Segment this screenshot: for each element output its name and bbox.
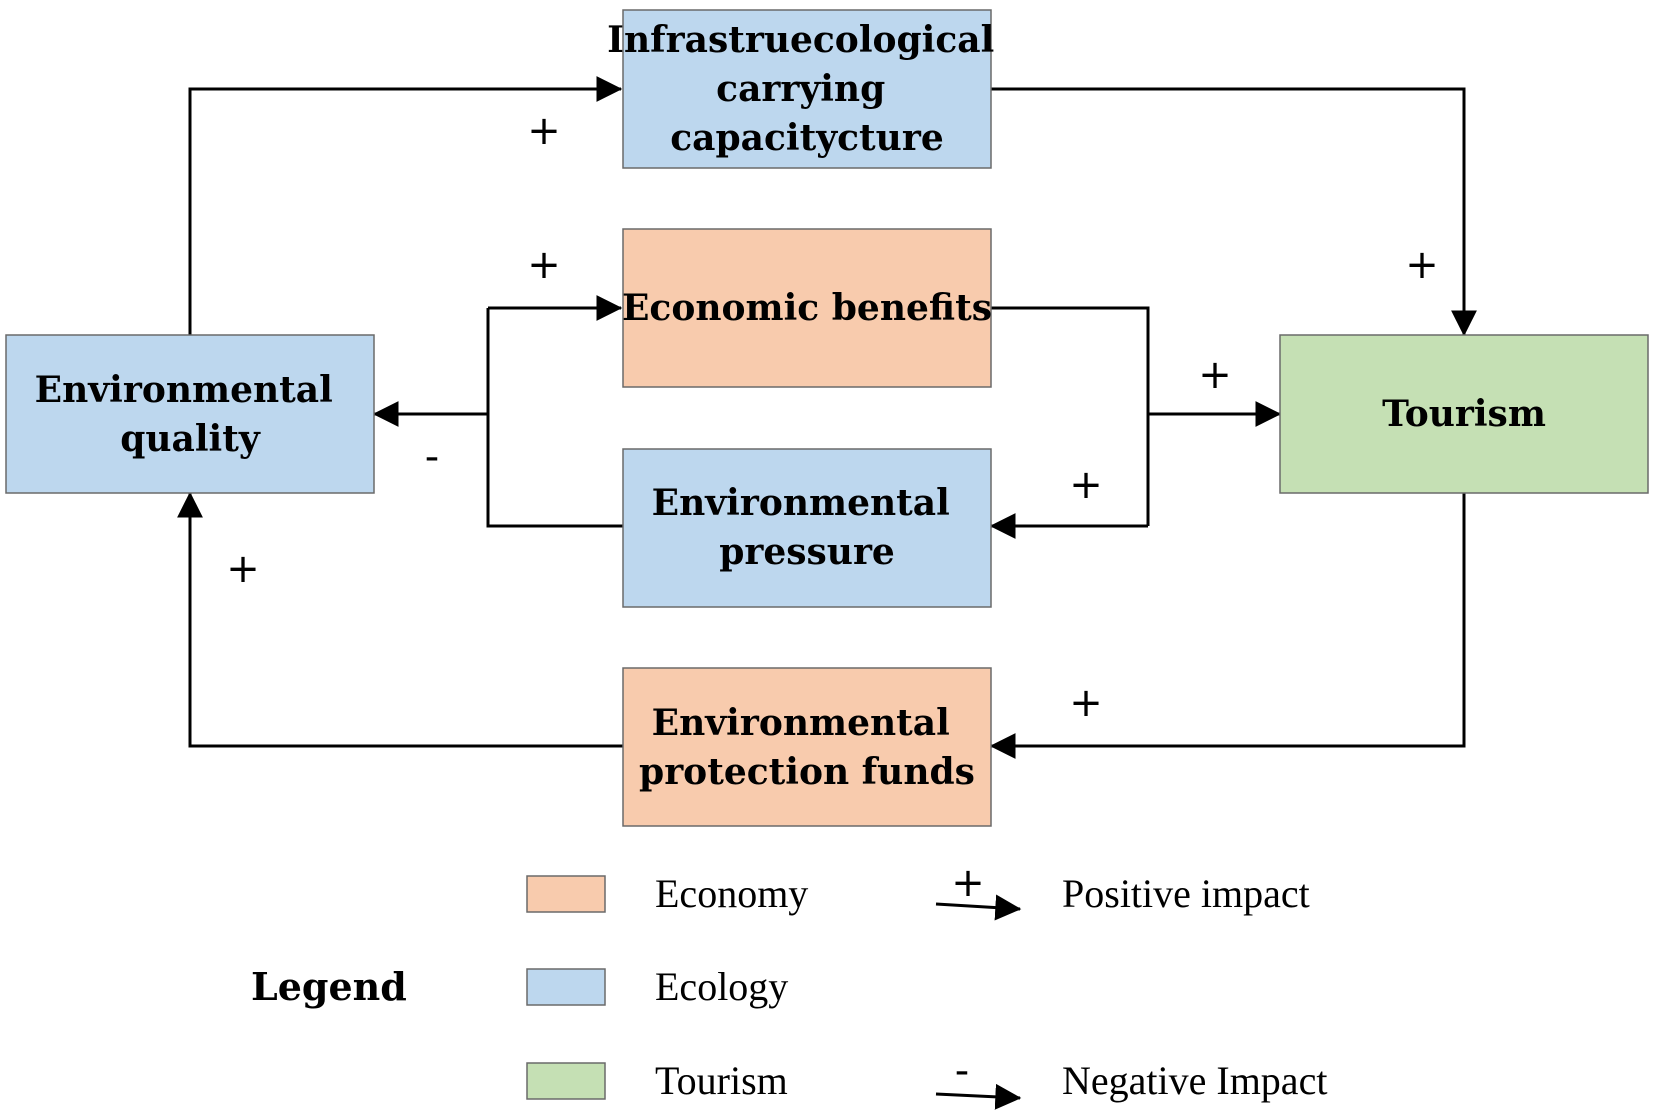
node-infrastructure-box bbox=[622, 9, 992, 169]
sign-branch-to-quality: - bbox=[425, 434, 439, 480]
polarity-signs: + + + + + - + + bbox=[226, 108, 1439, 726]
legend-label-tourism: Tourism bbox=[655, 1058, 788, 1103]
edge-quality-to-infrastructure bbox=[188, 76, 623, 335]
legend: Legend Economy Ecology Tourism + Positiv… bbox=[251, 860, 1327, 1110]
legend-positive-arrow bbox=[935, 894, 1022, 921]
edge-funds-to-quality bbox=[177, 491, 623, 748]
node-environmental-protection-funds-box bbox=[622, 667, 992, 827]
edge-pressure-to-branch bbox=[486, 308, 641, 528]
legend-label-positive-impact: Positive impact bbox=[1062, 871, 1310, 916]
node-tourism: Tourism bbox=[1279, 334, 1649, 494]
sign-tourism-to-pressure: + bbox=[1069, 462, 1103, 508]
node-environmental-protection-funds-label: Environmental protection funds bbox=[639, 702, 975, 793]
legend-negative-sign: - bbox=[955, 1048, 969, 1094]
sign-economic-to-tourism: + bbox=[1198, 352, 1232, 398]
edge-infrastructure-to-tourism bbox=[991, 87, 1477, 337]
legend-label-economy: Economy bbox=[655, 871, 808, 916]
legend-label-ecology: Ecology bbox=[655, 964, 788, 1009]
node-economic-benefits-label: Economic benefits bbox=[622, 287, 992, 329]
sign-infrastructure-to-tourism: + bbox=[1405, 242, 1439, 288]
sign-funds-to-quality: + bbox=[226, 546, 260, 592]
node-environmental-pressure-box bbox=[622, 448, 992, 608]
sign-branch-to-economic: + bbox=[527, 242, 561, 288]
node-infrastructure: Infrastruecological carrying capacityctu… bbox=[607, 9, 1007, 169]
node-environmental-quality: Environmental quality bbox=[5, 334, 375, 494]
legend-swatch-ecology bbox=[526, 968, 606, 1006]
node-infrastructure-label: Infrastruecological carrying capacityctu… bbox=[607, 19, 1007, 159]
edge-economic-to-junction bbox=[991, 306, 1150, 526]
legend-swatch-tourism bbox=[526, 1062, 606, 1100]
node-environmental-protection-funds: Environmental protection funds bbox=[622, 667, 992, 827]
nodes: Infrastruecological carrying capacityctu… bbox=[5, 9, 1649, 827]
edge-tourism-to-funds bbox=[989, 492, 1466, 759]
sign-quality-to-infrastructure: + bbox=[527, 108, 561, 154]
node-environmental-quality-label: Environmental quality bbox=[35, 369, 346, 460]
connectors bbox=[177, 76, 1477, 759]
node-environmental-pressure: Environmental pressure bbox=[622, 448, 992, 608]
node-environmental-quality-box bbox=[5, 334, 375, 494]
legend-swatch-economy bbox=[526, 875, 606, 913]
node-economic-benefits: Economic benefits bbox=[622, 228, 992, 388]
node-environmental-pressure-label: Environmental pressure bbox=[652, 482, 963, 573]
legend-positive-sign: + bbox=[951, 860, 985, 906]
sign-tourism-to-funds: + bbox=[1069, 680, 1103, 726]
node-tourism-label: Tourism bbox=[1382, 393, 1546, 435]
legend-negative-arrow bbox=[935, 1083, 1022, 1110]
node-tourism-box bbox=[1279, 334, 1649, 494]
legend-title: Legend bbox=[251, 964, 407, 1009]
legend-label-negative-impact: Negative Impact bbox=[1062, 1058, 1327, 1103]
node-economic-benefits-box bbox=[622, 228, 992, 388]
